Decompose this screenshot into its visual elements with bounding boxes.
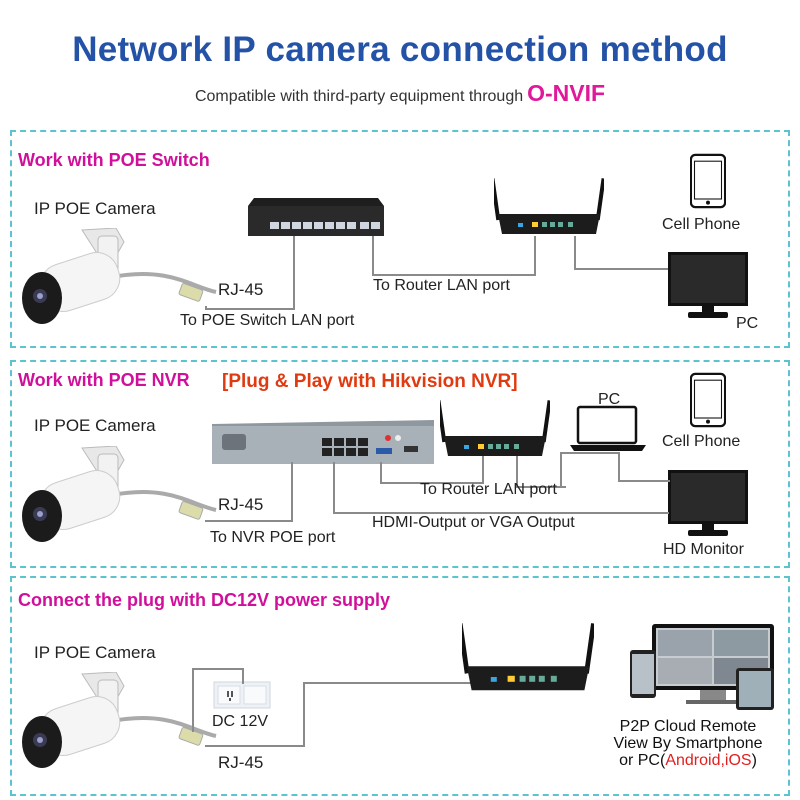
monitor-icon: [668, 252, 748, 318]
section2-rj45-label: RJ-45: [218, 495, 264, 514]
nvr-icon: [212, 420, 434, 464]
section2-camera-label: IP POE Camera: [34, 416, 156, 435]
p2p-description: P2P Cloud Remote View By Smartphone or P…: [598, 718, 778, 769]
p2p-line3-prefix: or PC(: [619, 752, 666, 769]
section3-camera-label: IP POE Camera: [34, 643, 156, 662]
section2-pc-label: PC: [598, 391, 621, 408]
p2p-line2: View By Smartphone: [613, 735, 763, 752]
section1-to-router-label: To Router LAN port: [373, 277, 510, 294]
section-poe-switch: [10, 130, 790, 348]
camera-icon: [20, 672, 218, 770]
section1-title: Work with POE Switch: [18, 150, 210, 170]
section3-title: Connect the plug with DC12V power supply: [18, 590, 391, 610]
power-plug-icon: [213, 681, 271, 709]
app-devices-icon: [630, 624, 774, 710]
cell-phone-icon: [690, 372, 726, 428]
section-dc12v: [10, 576, 790, 796]
p2p-platforms: Android,iOS: [665, 752, 752, 769]
section3-rj45-label: RJ-45: [218, 753, 264, 772]
section1-to-switch-label: To POE Switch LAN port: [180, 312, 355, 329]
subtitle-text: Compatible with third-party equipment th…: [194, 88, 524, 105]
section3-dc-label: DC 12V: [212, 713, 269, 730]
section1-cell-phone-label: Cell Phone: [662, 216, 741, 233]
onvif-brand: O-NVIF: [527, 80, 606, 106]
section2-hdmi-label: HDMI-Output or VGA Output: [372, 514, 575, 531]
p2p-line1: P2P Cloud Remote: [619, 718, 757, 735]
page-subtitle: Compatible with third-party equipment th…: [0, 80, 800, 107]
camera-icon: [20, 446, 218, 544]
section2-to-router-label: To Router LAN port: [420, 481, 557, 498]
router-icon: [462, 623, 594, 691]
section2-cell-phone-label: Cell Phone: [662, 433, 741, 450]
section2-title: Work with POE NVR: [18, 370, 190, 390]
monitor-icon: [668, 470, 748, 536]
section-poe-nvr: [10, 360, 790, 568]
router-icon: [440, 400, 550, 456]
section2-hd-monitor-label: HD Monitor: [663, 541, 744, 558]
poe-switch-icon: [248, 198, 384, 236]
section1-pc-label: PC: [736, 315, 759, 332]
page-title: Network IP camera connection method: [72, 30, 728, 69]
p2p-line3: or PC(Android,iOS): [598, 752, 778, 769]
router-icon: [494, 178, 604, 234]
hikvision-note: [Plug & Play with Hikvision NVR]: [222, 371, 518, 392]
section1-rj45-label: RJ-45: [218, 280, 264, 299]
laptop-icon: [570, 405, 646, 451]
section1-camera-label: IP POE Camera: [34, 199, 156, 218]
p2p-line3-suffix: ): [751, 752, 757, 769]
section2-to-nvr-label: To NVR POE port: [210, 529, 336, 546]
cell-phone-icon: [690, 153, 726, 209]
